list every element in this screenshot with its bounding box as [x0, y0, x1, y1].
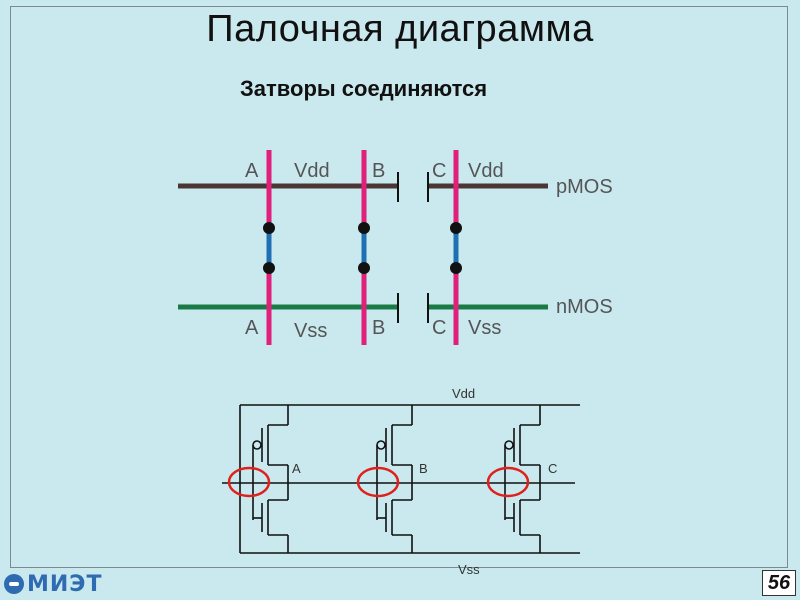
slide-subtitle: Затворы соединяются: [240, 76, 488, 101]
contact-dot: [358, 262, 370, 274]
highlight-ellipse-b: [356, 466, 400, 498]
transistor-pair-a: [252, 405, 289, 553]
contact-dot: [263, 262, 275, 274]
label-vdd-top-left: Vdd: [294, 160, 330, 182]
slide-title: Палочная диаграмма: [206, 8, 594, 50]
transistor-pair-b: [376, 405, 413, 553]
schematic-input-c: C: [548, 461, 557, 476]
label-c-bottom: C: [432, 317, 446, 339]
label-vss-bottom-left: Vss: [294, 320, 327, 342]
schematic-input-a: A: [292, 461, 301, 476]
label-a-top: A: [245, 160, 259, 182]
label-vdd-top-right: Vdd: [468, 160, 504, 182]
slide-frame: [10, 6, 788, 568]
schematic-vss-label: Vss: [458, 562, 480, 577]
contact-dot: [450, 222, 462, 234]
miet-logo: МИЭТ: [4, 571, 103, 597]
label-vss-bottom-right: Vss: [468, 317, 501, 339]
highlight-ellipse-c: [486, 466, 530, 498]
transistor-schematic: [222, 404, 580, 554]
logo-mark-icon: [4, 574, 24, 594]
schematic-vdd-label: Vdd: [452, 386, 475, 401]
logo-text: МИЭТ: [27, 571, 103, 597]
label-nmos: nMOS: [556, 296, 613, 318]
page-number: 56: [762, 570, 796, 596]
highlight-ellipse-a: [227, 466, 271, 498]
schematic-input-b: B: [419, 461, 428, 476]
contact-dot: [263, 222, 275, 234]
stick-diagram: A Vdd B C Vdd A Vss B C Vss pMOS nMOS: [178, 150, 613, 345]
label-b-bottom: B: [372, 317, 385, 339]
contact-dot: [358, 222, 370, 234]
transistor-pair-c: [504, 405, 541, 553]
label-a-bottom: A: [245, 317, 259, 339]
contact-dot: [450, 262, 462, 274]
label-pmos: pMOS: [556, 176, 613, 198]
label-c-top: C: [432, 160, 446, 182]
label-b-top: B: [372, 160, 385, 182]
